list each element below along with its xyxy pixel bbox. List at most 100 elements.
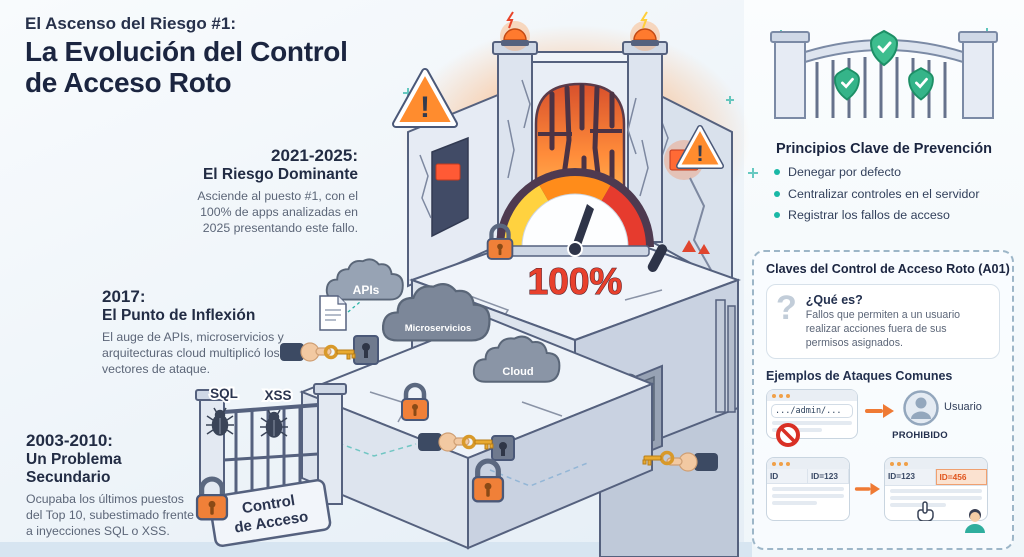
cloud-microservices: Microservicios (381, 283, 491, 342)
attack-xss: XSS (259, 386, 294, 438)
arrow-right-icon (865, 404, 894, 419)
user-icon (903, 390, 939, 427)
castle-illustration: ! ! (170, 11, 758, 557)
hand-with-key (280, 342, 332, 362)
alarm-siren-left (500, 11, 530, 51)
title-line-2: de Acceso Roto (25, 66, 232, 98)
keys-panel: Claves del Control de Acceso Roto (A01) … (752, 250, 1014, 550)
timeline-body: El auge de APIs, microservicios y arquit… (102, 329, 284, 376)
window-dot-icon (897, 461, 901, 466)
kicker: El Ascenso del Riesgo #1: (25, 14, 236, 33)
prevention-item: Denegar por defecto (774, 165, 1010, 181)
window-dot-icon (779, 393, 783, 398)
table-header-cell: ID (767, 469, 808, 484)
warning-triangle-icon: ! (676, 125, 724, 169)
cloud-microservices-label: Microservicios (405, 323, 472, 334)
window-dot-icon (779, 461, 783, 466)
access-control-gate: Control de Acceso (196, 383, 347, 548)
warning-exclamation: ! (696, 141, 703, 166)
prevention-item-label: Registrar los fallos de acceso (788, 208, 950, 222)
timeline-body: Asciende al puesto #1, con el 100% de ap… (197, 188, 358, 235)
attacker-avatar (965, 509, 985, 534)
table-row-line (890, 489, 982, 494)
gate-sign: Control de Acceso (208, 479, 332, 548)
hand-with-key (666, 452, 718, 472)
what-is-card: ? ¿Qué es? Fallos que permiten a un usua… (766, 284, 1000, 360)
prevention-item: Registrar los fallos de acceso (774, 208, 1010, 224)
what-is-title: ¿Qué es? (805, 293, 863, 307)
window-dot-icon (786, 461, 790, 466)
keyhole-block (353, 335, 379, 365)
title-line-1: La Evolución del Control (25, 36, 348, 67)
protected-gate-illustration (770, 28, 998, 119)
window-dot-icon (904, 461, 908, 466)
prevention-item-label: Centralizar controles en el servidor (788, 186, 980, 201)
table-header-cell: ID=123 (808, 469, 849, 484)
examples-title: Ejemplos de Ataques Comunes (766, 369, 953, 384)
table-header-cell-tampered: ID=456 (935, 469, 987, 486)
alarm-siren-right (630, 11, 660, 51)
warning-exclamation: ! (420, 91, 430, 124)
shield-icon (908, 67, 934, 101)
timeline-title: El Riesgo Dominante (202, 165, 358, 183)
tap-cursor-icon (917, 501, 934, 522)
window-dot-icon (772, 393, 776, 398)
cloud-apis-label: APIs (353, 283, 380, 297)
shield-icon (870, 30, 898, 66)
arrow-right-icon (854, 483, 880, 496)
warning-triangle-icon: ! (392, 68, 458, 128)
crack-warning-mark (698, 244, 710, 254)
prevention-item-label: Denegar por defecto (788, 165, 901, 179)
timeline-body: Ocupaba los últimos puestos del Top 10, … (26, 491, 194, 538)
timeline-title: El Punto de Inflexión (102, 306, 256, 324)
table-row-line (772, 494, 844, 499)
mini-browser-window: .../admin/... (766, 389, 858, 448)
example-idor: ID ID=123 ID=123 ID=456 (766, 457, 1000, 537)
example-forced-browsing: .../admin/... Usuario PROHIBIDO (766, 389, 1000, 451)
prevention-list: Denegar por defecto Centralizar controle… (758, 165, 1010, 224)
prevention-item: Centralizar controles en el servidor (774, 187, 1010, 203)
what-is-body: Fallos que permiten a un usuario realiza… (805, 309, 961, 349)
forbidden-status: PROHIBIDO (892, 430, 948, 442)
shield-icon (834, 67, 860, 101)
table-bar (767, 458, 849, 470)
attack-sql: SQL (205, 384, 240, 436)
table-row-line (890, 496, 982, 501)
timeline-title: Un Problema Secundario (26, 450, 122, 486)
bullet-dot-icon (774, 212, 780, 218)
cloud-apis: APIs (325, 258, 404, 301)
browser-bar (767, 390, 857, 402)
cloud-cloud-label: Cloud (502, 366, 533, 378)
crack-warning-mark (682, 240, 696, 252)
timeline-year: 2017: (102, 287, 146, 306)
table-row-line (772, 501, 818, 506)
table-row-line (890, 503, 947, 508)
prevention-title: Principios Clave de Prevención (776, 141, 992, 157)
sql-label: SQL (210, 386, 238, 401)
keyhole-block (491, 435, 515, 461)
bottom-band (0, 542, 752, 557)
table-row-line (772, 487, 844, 492)
timeline-item-2021-2025: 2021-2025: El Riesgo Dominante Asciende … (188, 146, 358, 236)
window-dot-icon (890, 461, 894, 466)
admin-url: .../admin/... (771, 404, 853, 419)
timeline-year: 2021-2025: (271, 146, 358, 165)
header: El Ascenso del Riesgo #1: La Evolución d… (25, 14, 348, 99)
left-wall (407, 86, 516, 288)
xss-label: XSS (264, 388, 291, 403)
window-dot-icon (772, 461, 776, 466)
hand-with-key (418, 432, 470, 452)
timeline-item-2017: 2017: El Punto de Inflexión El auge de A… (102, 287, 302, 377)
page-title: La Evolución del Control de Acceso Roto (25, 36, 348, 99)
document-icon (319, 295, 347, 331)
keys-panel-title: Claves del Control de Acceso Roto (A01) (766, 262, 1010, 276)
question-mark-icon: ? (776, 289, 797, 327)
table-bar (885, 458, 987, 470)
user-label: Usuario (944, 401, 982, 414)
no-entry-icon (776, 423, 800, 448)
risk-gauge: 100% (496, 168, 668, 303)
what-is-text: ¿Qué es? Fallos que permiten a un usuari… (806, 293, 990, 350)
prevention-panel: Principios Clave de Prevención Denegar p… (758, 18, 1010, 230)
bullet-dot-icon (774, 190, 780, 197)
